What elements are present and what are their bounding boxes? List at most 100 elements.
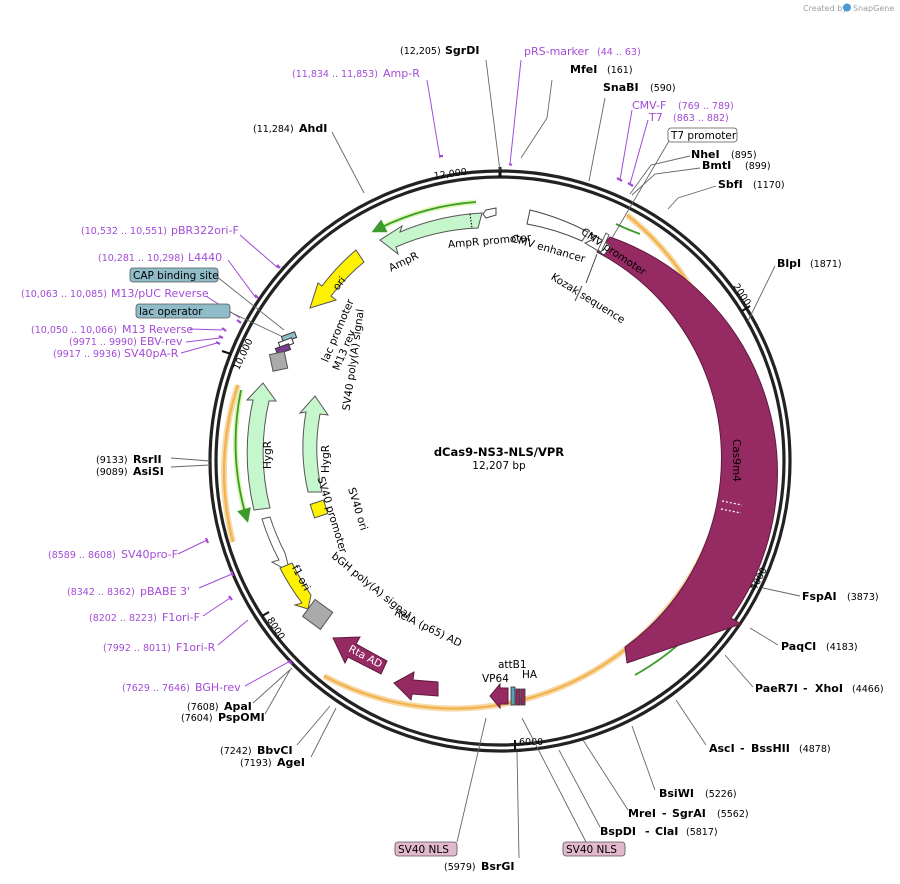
feature-ori[interactable]: ori (309, 249, 365, 309)
primer-markers (204, 154, 634, 665)
primer-name-l4440: L4440 (188, 251, 222, 264)
site-pos-asisi: (9089) (96, 467, 128, 478)
site-sep-bsshii: - (740, 742, 745, 755)
site-name-bsshii: BssHII (751, 742, 790, 755)
leader-sgrdi (485, 59, 501, 172)
box-leaders (215, 140, 670, 843)
pm-m13rev (221, 327, 227, 332)
kozak-leader-2 (574, 285, 583, 302)
primer-name-m13rev: M13 Reverse (122, 323, 193, 336)
feature-rta[interactable]: Rta AD (332, 636, 388, 675)
site-name-paer7i: PaeR7I (755, 682, 798, 695)
credit-brand: SnapGene (853, 4, 894, 13)
lac-operator-label: lac operator (139, 306, 203, 318)
site-pos-agei: (7193) (240, 758, 272, 769)
hygr-outer-label: HygR (262, 441, 274, 469)
cas9-seg-2 (720, 508, 742, 514)
feature-hygr-inner[interactable]: HygR (298, 395, 332, 493)
leader-t7 (629, 119, 649, 185)
leader-bspdi (558, 749, 601, 828)
ampr-promoter-arrow[interactable] (482, 207, 497, 219)
t7-promoter-box[interactable] (667, 127, 738, 143)
sv40-ori-box[interactable] (309, 499, 329, 519)
site-name-mrei: MreI (628, 807, 656, 820)
site-name-ahdi: AhdI (299, 122, 327, 135)
site-name-bbvci: BbvCI (257, 744, 293, 757)
site-name-xhoi: XhoI (815, 682, 843, 695)
cas9m4-label: Cas9m4 (730, 439, 742, 482)
leader-amp-r (426, 79, 441, 159)
plasmid-size: 12,207 bp (472, 460, 526, 472)
attb1-label: attB1 (498, 659, 527, 671)
plasmid-title-block: dCas9-NS3-NLS/VPR 12,207 bp (434, 445, 564, 472)
primer-name-m13puc: M13/pUC Reverse (111, 287, 209, 300)
hygr-outer-arrow[interactable] (245, 382, 277, 511)
vp64-arrow[interactable] (489, 682, 509, 710)
site-pos-apai: (7608) (187, 702, 219, 713)
primer-name-amp-r: Amp-R (383, 67, 420, 80)
boxed-labels: T7 promoter CAP binding site lac operato… (129, 127, 738, 857)
site-name-apai: ApaI (224, 700, 252, 713)
primer-name-sv40pro-f: SV40pro-F (121, 548, 178, 561)
tick-8000 (261, 611, 270, 617)
rela-arrow[interactable] (393, 671, 439, 702)
primer-name-f1ori-f: F1ori-F (162, 611, 200, 624)
feature-rela[interactable]: RelA (p65) AD (392, 607, 464, 702)
ha-mark-1[interactable] (515, 688, 521, 706)
site-pos-paer7i: (4466) (852, 684, 884, 695)
leader-rsrii (170, 457, 211, 462)
attb1-mark[interactable] (510, 686, 516, 706)
tick-label-12000: 12,000 (433, 167, 467, 183)
site-name-sgrdi: SgrDI (445, 44, 479, 57)
primer-pos-bgh-rev: (7629 .. 7646) (122, 683, 190, 694)
site-pos-ahdi: (11,284) (253, 124, 294, 135)
leader-lac-operator (229, 311, 282, 337)
cas9m4-arrow[interactable] (596, 236, 778, 664)
feature-sv40-polya[interactable]: SV40 poly(A) signal (268, 308, 367, 411)
cap-binding-site-box[interactable] (129, 267, 219, 283)
hygr-inner-arrow[interactable] (298, 395, 330, 493)
leader-prs-marker (509, 59, 522, 165)
rela-label: RelA (p65) AD (392, 607, 463, 650)
feature-lac[interactable]: lac promoter M13 rev (274, 297, 358, 372)
leader-ahdi (331, 131, 365, 194)
leader-apai (252, 667, 293, 704)
site-pos-bbvci: (7242) (220, 746, 252, 757)
ampr-seg (469, 213, 473, 229)
site-name-sbfi: SbfI (718, 178, 743, 191)
rta-arrow[interactable] (332, 636, 388, 675)
cmv-promoter-arrow[interactable] (583, 232, 612, 256)
primer-pos-m13puc: (10,063 .. 10,085) (21, 289, 107, 300)
site-pos-mrei: (5562) (717, 809, 749, 820)
sv40-nls-box-1[interactable] (394, 841, 458, 857)
pm-ebv (218, 335, 224, 339)
feature-f1-ori[interactable]: f1 ori (279, 562, 312, 610)
primer-pos-ebv-rev: (9971 .. 9990) (69, 337, 137, 348)
cmv-enhancer-arrow[interactable] (526, 209, 589, 242)
tick-label-6000: 6000 (519, 737, 543, 748)
leader-agei (310, 707, 337, 758)
lac-operator-box[interactable] (135, 303, 231, 319)
t7-promoter-mark (597, 232, 610, 253)
feature-vp64-block[interactable]: VP64 attB1 HA (482, 659, 538, 710)
leader-sbfi (667, 185, 717, 210)
primer-pos-l4440: (10,281 .. 10,298) (98, 253, 184, 264)
site-pos-snabi: (590) (650, 83, 676, 94)
sv40-promoter-arrow[interactable] (261, 516, 291, 574)
ori-arrow[interactable] (309, 249, 365, 309)
primer-pos-prs-marker: (44 .. 63) (597, 47, 641, 58)
site-pos-fspai: (3873) (847, 592, 879, 603)
ampr-label: AmpR (387, 250, 420, 275)
site-pos-bmti: (899) (745, 161, 771, 172)
feature-hygr-outer[interactable]: HygR (245, 382, 277, 511)
ampr-arrow[interactable] (379, 212, 483, 256)
ha-mark-2[interactable] (520, 688, 526, 706)
feature-cas9m4[interactable]: Cas9m4 (596, 236, 778, 664)
leader-paqci (749, 627, 779, 646)
sv40-nls-box-2[interactable] (562, 841, 626, 857)
plasmid-name: dCas9-NS3-NLS/VPR (434, 445, 564, 459)
sv40-polya-box[interactable] (268, 350, 289, 372)
bgh-polya-box[interactable] (301, 598, 334, 631)
leader-paer7i (724, 654, 754, 688)
primer-name-cmv-f: CMV-F (632, 99, 666, 112)
